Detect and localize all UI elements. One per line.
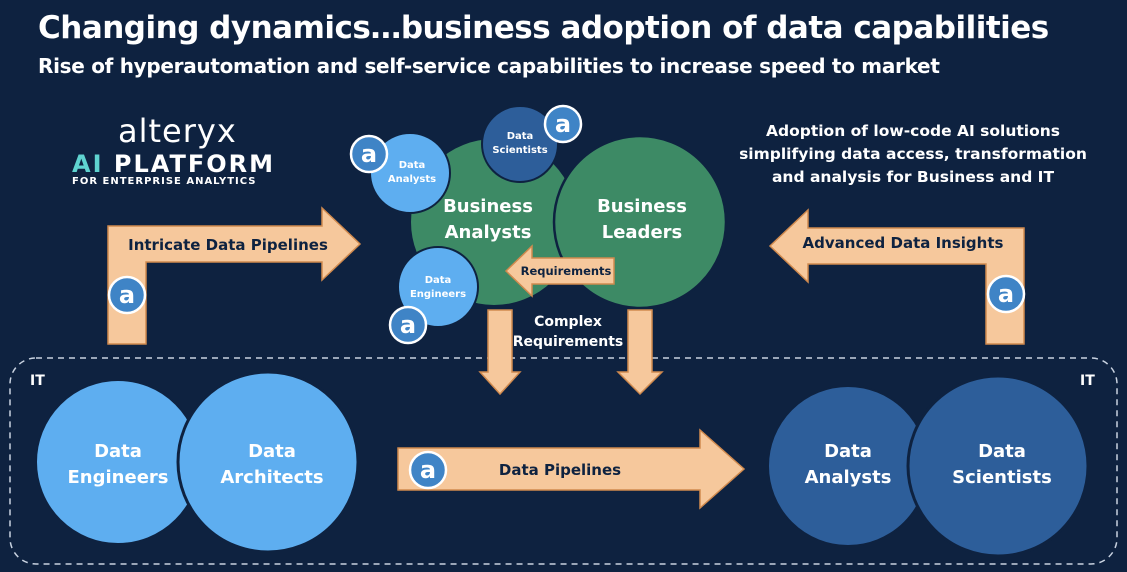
alteryx-a-icon: a — [420, 456, 436, 484]
badge-small-engineers: a — [388, 305, 428, 345]
data-pipelines-arrow — [397, 428, 746, 510]
intricate-pipelines-label: Intricate Data Pipelines — [128, 236, 328, 254]
data-analysts-label-2: Analysts — [805, 467, 892, 488]
page-title: Changing dynamics…business adoption of d… — [38, 10, 1049, 46]
it-label-right: IT — [1080, 373, 1095, 389]
small-data-analysts-label-1: Data — [399, 160, 426, 171]
alteryx-a-icon: a — [555, 110, 571, 138]
it-container — [9, 357, 1118, 565]
advanced-insights-label: Advanced Data Insights — [803, 234, 1004, 252]
data-scientists-label-1: Data — [978, 441, 1026, 462]
badge-data-pipelines: a — [408, 450, 448, 490]
data-architects-label-2: Architects — [220, 467, 323, 488]
data-scientists-label-2: Scientists — [952, 467, 1052, 488]
data-scientists-circle — [906, 374, 1090, 558]
alteryx-logo-wordmark: alteryx — [118, 112, 237, 150]
data-engineers-circle — [35, 379, 201, 545]
data-pipelines-label: Data Pipelines — [499, 461, 621, 479]
requirements-label: Requirements — [521, 264, 612, 278]
small-data-analysts-label-2: Analysts — [388, 174, 436, 185]
business-leaders-label-2: Leaders — [602, 222, 683, 243]
small-data-engineers-label-2: Engineers — [410, 289, 466, 300]
logo-platform-text: PLATFORM — [103, 150, 275, 178]
small-data-scientists-circle — [481, 105, 559, 183]
complex-req-arrow-left — [478, 309, 522, 396]
data-analysts-circle — [767, 385, 929, 547]
requirements-arrow — [504, 244, 615, 298]
alteryx-a-icon: a — [361, 140, 377, 168]
small-data-scientists-label-1: Data — [507, 131, 534, 142]
alteryx-a-icon: a — [400, 311, 416, 339]
complex-req-label-1: Complex — [534, 314, 602, 330]
advanced-insights-arrow — [768, 208, 1025, 345]
intricate-pipelines-arrow — [107, 206, 362, 345]
logo-ai-text: AI — [72, 150, 104, 178]
small-data-engineers-label-1: Data — [425, 275, 452, 286]
badge-intricate: a — [107, 275, 147, 315]
alteryx-a-icon: a — [998, 280, 1014, 308]
small-data-engineers-circle — [397, 246, 479, 328]
ai-platform-logo: AI PLATFORM — [72, 150, 275, 178]
logo-subtext: FOR ENTERPRISE ANALYTICS — [72, 176, 257, 187]
complex-req-label-2: Requirements — [513, 334, 624, 350]
badge-small-scientists: a — [543, 104, 583, 144]
data-architects-label-1: Data — [248, 441, 296, 462]
low-code-note: Adoption of low-code AI solutions simpli… — [739, 122, 1087, 186]
data-engineers-label-2: Engineers — [68, 467, 169, 488]
data-analysts-label-1: Data — [824, 441, 872, 462]
page-subtitle: Rise of hyperautomation and self-service… — [38, 54, 940, 78]
business-leaders-label-1: Business — [597, 196, 687, 217]
it-label-left: IT — [30, 373, 45, 389]
business-analysts-label-2: Analysts — [445, 222, 532, 243]
small-data-scientists-label-2: Scientists — [492, 145, 547, 156]
complex-req-arrow-right — [616, 309, 664, 396]
badge-small-analysts: a — [349, 134, 389, 174]
badge-advanced: a — [986, 274, 1026, 314]
data-engineers-label-1: Data — [94, 441, 142, 462]
alteryx-a-icon: a — [119, 281, 135, 309]
business-analysts-label-1: Business — [443, 196, 533, 217]
data-architects-circle — [176, 370, 360, 554]
